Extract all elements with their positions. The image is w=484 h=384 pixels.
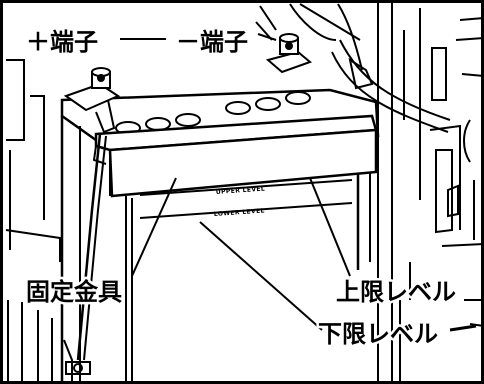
minus-terminal bbox=[265, 33, 312, 74]
engine-bay-background bbox=[5, 2, 484, 384]
lower-level-line bbox=[139, 202, 353, 219]
label-plus-terminal: ＋端子 bbox=[26, 28, 98, 56]
dash-mark bbox=[449, 324, 477, 332]
label-lower-level: 下限レベル bbox=[318, 320, 438, 348]
fixing-bracket bbox=[76, 114, 378, 361]
plus-terminal bbox=[63, 67, 121, 134]
upper-level-line bbox=[139, 179, 353, 196]
level-marks bbox=[139, 179, 353, 219]
leader-lines bbox=[120, 33, 351, 331]
label-minus-terminal: －端子 bbox=[176, 28, 248, 56]
label-fixing-bracket: 固定金具 bbox=[26, 278, 122, 306]
upper-level-marking: UPPER LEVEL bbox=[216, 186, 266, 196]
lower-level-marking: LOWER LEVEL bbox=[214, 207, 265, 218]
label-upper-level: 上限レベル bbox=[336, 278, 456, 306]
